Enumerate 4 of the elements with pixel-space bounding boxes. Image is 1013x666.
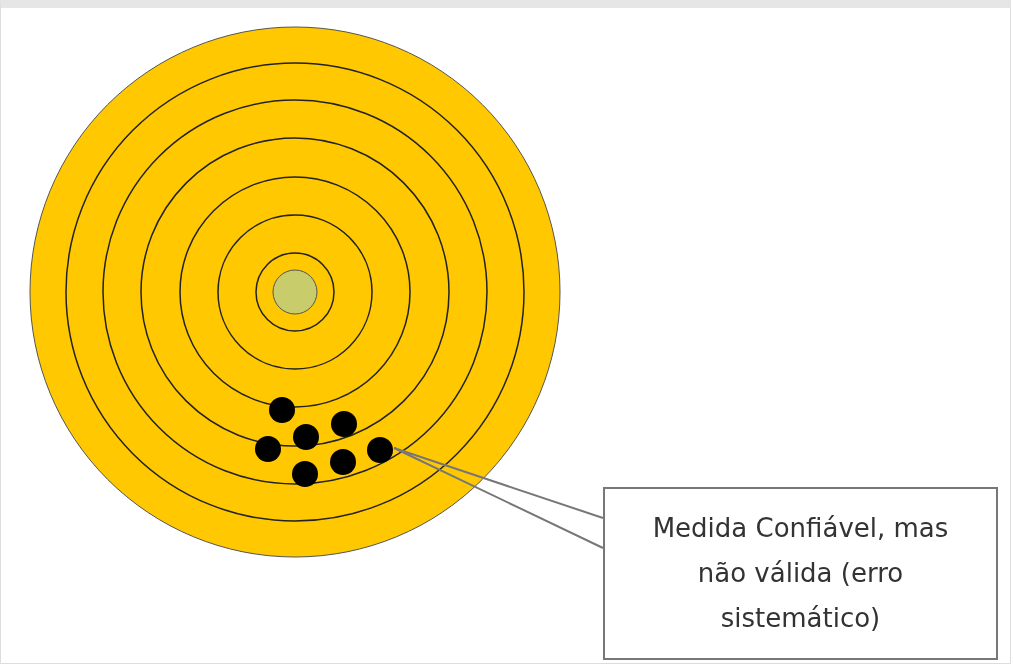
- leader-line: [393, 447, 604, 549]
- callout-box: [603, 487, 998, 660]
- callout-text: Medida Confiável, mas não válida (erro sistemático): [651, 512, 950, 635]
- hit-mark: [367, 437, 393, 463]
